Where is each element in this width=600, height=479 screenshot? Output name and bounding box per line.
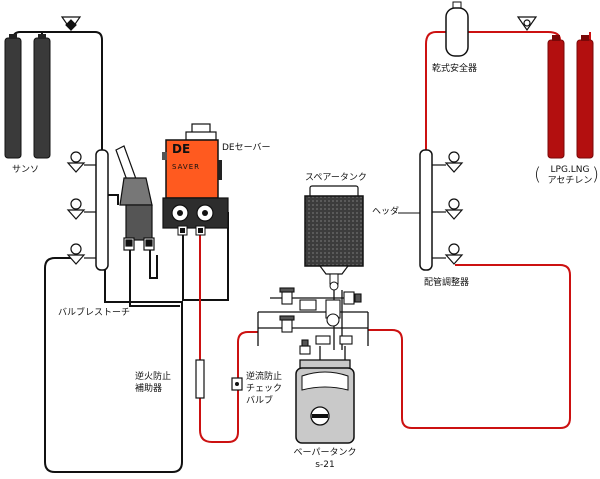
- oxygen-cylinder-1: [4, 37, 22, 159]
- device-face-text-2: SAVER: [172, 163, 200, 171]
- check-valve-label-2: チェック: [246, 384, 283, 394]
- header-to-saver: [108, 194, 119, 205]
- fuel-label-line1: LPG.LNG: [550, 165, 590, 175]
- check-valve-device: [231, 377, 243, 391]
- fuel-top-regulator: [516, 16, 538, 32]
- vapor-tank: [295, 359, 355, 444]
- de-saver-label: DEセーバー: [222, 143, 271, 153]
- vapor-tank-label-2: s-21: [315, 460, 335, 470]
- de-saver-device: [162, 123, 229, 236]
- fuel-cylinder-1: [547, 39, 565, 159]
- fuel-cylinder-2-valve: [581, 35, 589, 41]
- header-label: ヘッダ: [372, 207, 400, 217]
- oxygen-header: [66, 149, 109, 271]
- fuel-cylinders: [547, 35, 594, 159]
- fuel-header: [419, 149, 464, 271]
- torch-hose-1: [129, 250, 180, 307]
- oxygen-cylinder-1-valve: [9, 34, 17, 39]
- oxygen-loop-pipe: [44, 257, 183, 473]
- fuel-label-paren-close: ): [592, 164, 600, 185]
- oxygen-label: サンソ: [12, 165, 40, 175]
- oxygen-manifold-pipe: [12, 31, 103, 152]
- spare-tank-label: スペアータンク: [305, 173, 367, 183]
- flashback-aux-label-1: 逆火防止: [135, 372, 172, 382]
- pipe-regulator-label: 配管調整器: [424, 278, 470, 288]
- fuel-cylinder-2: [576, 39, 594, 159]
- fuel-return-loop: [368, 264, 571, 429]
- de-saver-black-outlet: [182, 212, 229, 301]
- oxygen-cylinder-2: [33, 37, 51, 159]
- torch-hose-2: [149, 250, 158, 279]
- oxygen-cylinders: [4, 34, 51, 159]
- device-face-text-1: DE: [172, 142, 191, 156]
- check-valve-label-3: バルブ: [246, 396, 274, 406]
- central-valves: [279, 287, 362, 355]
- dry-safety-label: 乾式安全器: [432, 64, 478, 74]
- fuel-label-paren-open: (: [534, 164, 542, 185]
- oxygen-cylinder-2-valve: [38, 34, 46, 39]
- flashback-aux-device: [195, 359, 205, 399]
- de-saver-red-line: [199, 228, 258, 443]
- spare-tank: [304, 185, 364, 291]
- check-valve-label-1: 逆流防止: [246, 372, 283, 382]
- fuel-label-line2: アセチレン: [547, 176, 593, 186]
- dry-safety-device: [445, 1, 469, 57]
- bulb-torch-label: バルブレストーチ: [58, 308, 131, 318]
- fuel-cylinder-1-valve: [552, 35, 560, 41]
- bulb-less-torch: [115, 145, 155, 251]
- vapor-tank-label-1: ベーパータンク: [293, 448, 357, 458]
- flashback-aux-label-2: 補助器: [135, 384, 163, 394]
- oxygen-top-regulator: [60, 16, 82, 32]
